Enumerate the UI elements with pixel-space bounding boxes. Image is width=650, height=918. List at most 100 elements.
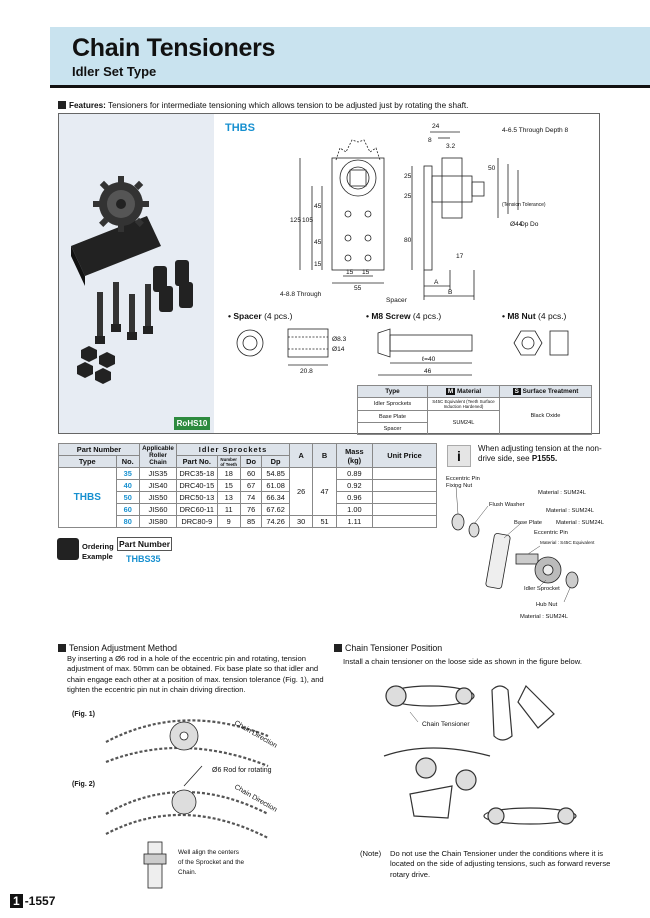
pt-mass: 1.00	[335, 503, 373, 516]
pt-teeth: 13	[216, 491, 241, 504]
pt-do: 67	[239, 479, 263, 492]
ex-mat3: Material : SUM24L	[556, 520, 605, 526]
pt-th-chain: Applicable Roller Chain	[138, 443, 178, 468]
dim-125: 125	[290, 217, 301, 224]
note-body: Do not use the Chain Tensioner under the…	[390, 849, 611, 879]
drawing-type-label: THBS	[225, 122, 255, 134]
pt-partno: DRC60-11	[176, 503, 218, 516]
dim-44: Ø44	[510, 221, 523, 228]
pt-unit	[371, 503, 438, 516]
pt-no: 35	[115, 467, 140, 480]
dim-80: 80	[404, 237, 412, 244]
pt-mass: 0.96	[335, 491, 373, 504]
ex-eccentric-pin: Eccentric Pin	[534, 530, 568, 536]
nut-label: • M8 Nut (4 pcs.)	[502, 311, 567, 321]
dim-15b: 15	[346, 269, 354, 276]
dim-8: 8	[428, 137, 432, 144]
pt-dp: 66.34	[261, 491, 290, 504]
pt-th-idler: Idler Sprockets	[176, 443, 290, 456]
pt-th-dp: Dp	[261, 455, 290, 468]
header-band	[50, 27, 650, 87]
align-line-2: of the Sprocket and the	[178, 859, 245, 866]
pt-dp: 74.26	[261, 515, 290, 528]
ex-mat5: Material : SUM24L	[520, 614, 569, 620]
product-photo	[59, 114, 214, 433]
pt-type-cell: THBS	[58, 467, 117, 528]
pt-th-mass: Mass (kg)	[335, 443, 373, 468]
features-box	[58, 113, 600, 434]
mat-surface-cell: Black Oxide	[499, 397, 592, 435]
pt-th-do: Do	[239, 455, 263, 468]
pt-b: 51	[312, 515, 337, 528]
pt-th-part-number: Part Number	[58, 443, 140, 456]
pt-b-merged: 47	[312, 467, 337, 516]
note-text: When adjusting tension at the non-drive …	[478, 444, 602, 463]
pt-teeth: 18	[216, 467, 241, 480]
position-title: Chain Tensioner Position	[334, 643, 442, 653]
dim-55: 55	[354, 285, 362, 292]
ex-mat2: Material : SUM24L	[546, 508, 595, 514]
dim-15c: 15	[362, 269, 370, 276]
dim-hole-note: 4-6.5 Through Depth 8	[502, 127, 569, 134]
pt-dp: 67.62	[261, 503, 290, 516]
info-icon: i	[447, 445, 471, 467]
mat-th-type: Type	[357, 385, 428, 398]
position-body: Install a chain tensioner on the loose s…	[343, 657, 582, 666]
note-ref[interactable]: P1555.	[531, 454, 558, 463]
spacer-label: • Spacer (4 pcs.)	[228, 311, 293, 321]
dim-17: 17	[456, 253, 464, 260]
pt-chain: JIS40	[138, 479, 178, 492]
pt-dp: 61.08	[261, 479, 290, 492]
mat-cell: Base Plate	[357, 410, 428, 423]
dim-b: B	[448, 289, 453, 296]
spacer-len: 20.8	[300, 368, 313, 375]
screw-label: • M8 Screw (4 pcs.)	[366, 311, 442, 321]
part-number-table: Part Number Applicable Roller Chain Idle…	[58, 443, 438, 528]
dim-25a: 25	[404, 173, 412, 180]
fig1-label: (Fig. 1)	[72, 711, 95, 718]
screw-l: ℓ=40	[422, 356, 436, 363]
pt-unit	[371, 479, 438, 492]
pt-no: 40	[115, 479, 140, 492]
dim-15a: 15	[314, 261, 322, 268]
pt-chain: JIS35	[138, 467, 178, 480]
pt-do: 85	[239, 515, 263, 528]
pt-partno: DRC35-18	[176, 467, 218, 480]
dim-50: 50	[488, 165, 496, 172]
spacer-d1: Ø8.3	[332, 336, 347, 343]
technical-drawing: 24 8 3.2 4-6.5 Through Depth 8 25 25 50 …	[280, 123, 569, 304]
pt-no: 50	[115, 491, 140, 504]
features-text: Tensioners for intermediate tensioning w…	[105, 101, 469, 110]
hardware-drawings: Ø8.3 Ø14 20.8 ℓ=40 46	[236, 328, 569, 376]
position-figures: Chain Tensioner	[383, 684, 577, 825]
pt-mass: 0.89	[335, 467, 373, 480]
pt-teeth: 9	[216, 515, 241, 528]
pt-do: 74	[239, 491, 263, 504]
dim-25b: 25	[404, 193, 412, 200]
ordering-header: Part Number	[117, 537, 172, 551]
pt-no: 60	[115, 503, 140, 516]
pt-th-no: No.	[115, 455, 140, 468]
fig2-label: (Fig. 2)	[72, 781, 95, 788]
pt-teeth: 11	[216, 503, 241, 516]
mat-cell: SUM24L	[427, 410, 500, 435]
pt-th-unit: Unit Price	[371, 443, 438, 468]
page-title: Chain Tensioners	[72, 34, 276, 62]
mat-cell: Idler Sprockets	[357, 397, 428, 411]
header-rule	[50, 85, 650, 88]
tension-figures: (Fig. 1) (Fig. 2) Chain Direction Chain …	[72, 711, 278, 889]
align-line-1: Well align the centers	[178, 849, 239, 856]
pt-chain: JIS60	[138, 503, 178, 516]
mat-th-surface: S Surface Treatment	[499, 385, 592, 398]
dim-spacer: Spacer	[386, 297, 408, 304]
ordering-value: THBS35	[126, 554, 161, 564]
screw-len: 46	[424, 368, 432, 375]
mat-th-material: M Material	[427, 385, 500, 398]
ex-flush-washer: Flush Washer	[489, 502, 525, 508]
align-line-3: Chain.	[178, 869, 197, 876]
ex-mat1: Material : SUM24L	[538, 490, 587, 496]
pt-mass: 0.92	[335, 479, 373, 492]
dim-45a: 45	[314, 203, 322, 210]
features-line: Features: Tensioners for intermediate te…	[58, 101, 468, 110]
